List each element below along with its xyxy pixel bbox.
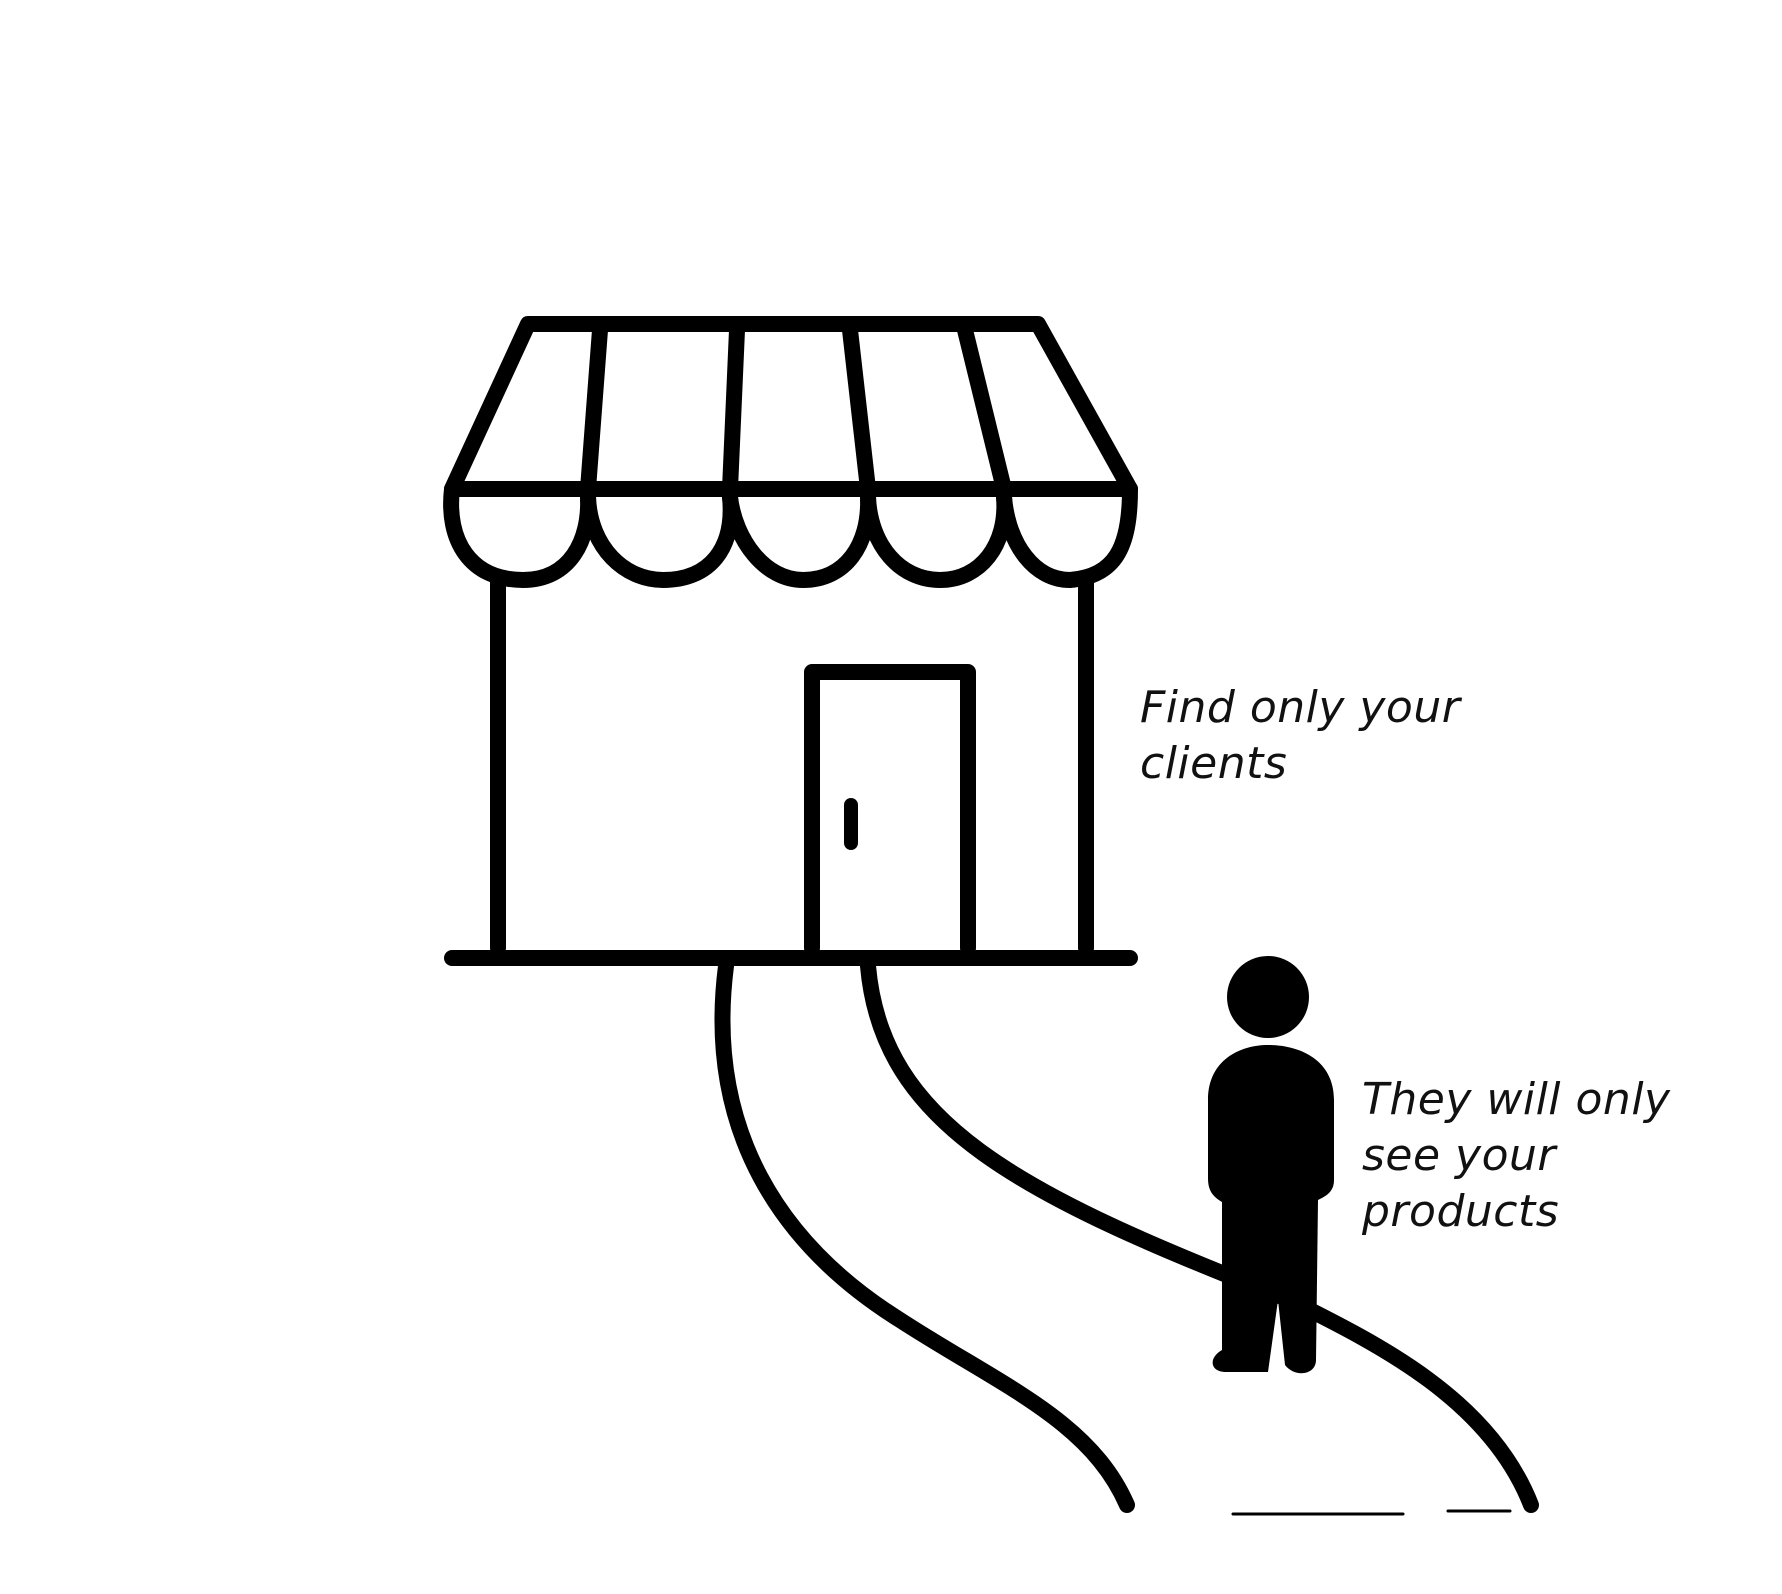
path-icon <box>714 958 1539 1516</box>
person-icon <box>1208 956 1334 1374</box>
door-icon <box>804 664 976 956</box>
see-products-caption: They will only see your products <box>1362 1072 1671 1240</box>
caption-line: products <box>1362 1186 1560 1237</box>
caption-line: see your <box>1362 1130 1556 1181</box>
find-clients-caption: Find only your clients <box>1140 680 1460 792</box>
caption-line: They will only <box>1362 1074 1671 1125</box>
storefront-icon <box>443 316 1539 1516</box>
caption-line: clients <box>1140 738 1288 789</box>
caption-line: Find only your <box>1140 682 1461 733</box>
awning-icon <box>443 316 1138 588</box>
